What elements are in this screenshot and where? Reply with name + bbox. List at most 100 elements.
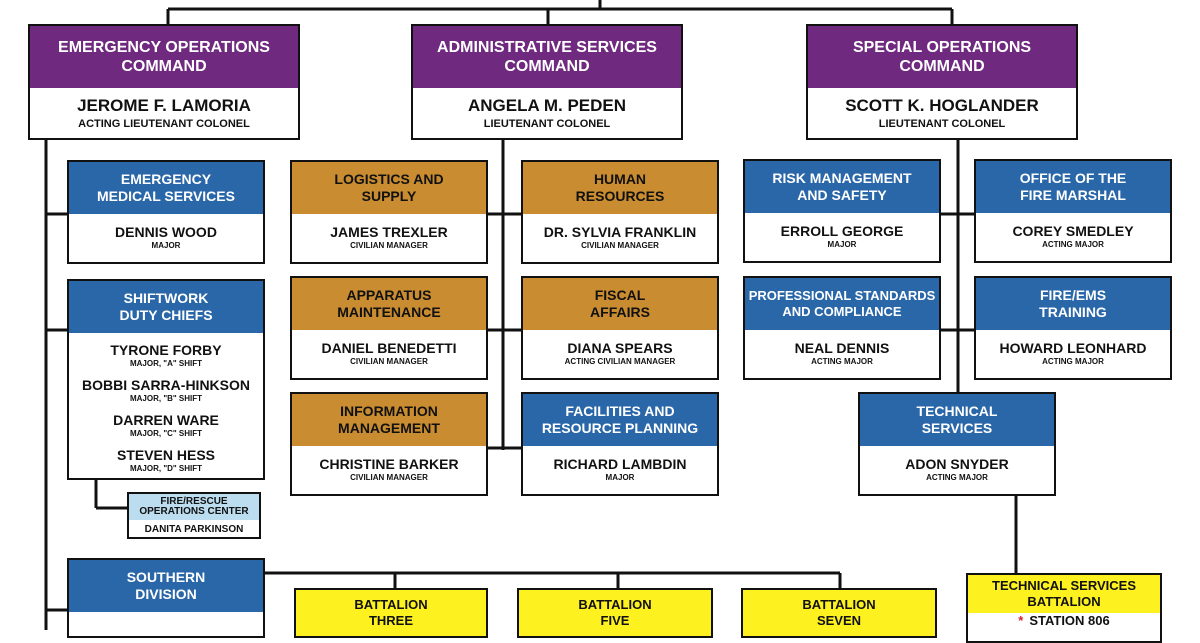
duty-chief-entry: TYRONE FORBY MAJOR, "A" SHIFT — [110, 342, 221, 368]
duty-chief-entry: BOBBI SARRA-HINKSON MAJOR, "B" SHIFT — [82, 377, 250, 403]
unit-leader-rank: ACTING MAJOR — [811, 357, 873, 366]
command-body: SCOTT K. HOGLANDER LIEUTENANT COLONEL — [808, 88, 1076, 138]
duty-chief-name: DARREN WARE — [113, 411, 219, 428]
emergency-operations-command-box: EMERGENCY OPERATIONS COMMAND JEROME F. L… — [28, 24, 300, 140]
battalion-title-line-2: SEVEN — [816, 613, 862, 628]
unit-title-line-1: HUMAN — [593, 171, 647, 188]
professional-standards-and-compliance-box: PROFESSIONAL STANDARDS AND COMPLIANCE NE… — [743, 276, 941, 380]
commander-rank: LIEUTENANT COLONEL — [483, 118, 611, 130]
unit-leader-name: DANIEL BENEDETTI — [321, 340, 457, 356]
unit-title-line-2: DUTY CHIEFS — [119, 307, 213, 323]
unit-leader-name: CHRISTINE BARKER — [319, 456, 459, 472]
unit-header: LOGISTICS AND SUPPLY — [292, 162, 486, 214]
duty-chief-entry: STEVEN HESS MAJOR, "D" SHIFT — [117, 447, 215, 473]
command-body: JEROME F. LAMORIA ACTING LIEUTENANT COLO… — [30, 88, 298, 138]
unit-leader-rank: CIVILIAN MANAGER — [350, 241, 428, 250]
unit-leader-name: RICHARD LAMBDIN — [553, 456, 687, 472]
unit-title-line-1: FISCAL — [594, 287, 646, 304]
unit-body: DR. SYLVIA FRANKLIN CIVILIAN MANAGER — [523, 214, 717, 260]
unit-header: SOUTHERN DIVISION — [69, 560, 263, 612]
unit-header: FIRE/RESCUE OPERATIONS CENTER — [129, 494, 259, 520]
star-icon: * — [1018, 613, 1024, 628]
battalion-title-line-1: BATTALION — [354, 597, 428, 613]
administrative-services-command-box: ADMINISTRATIVE SERVICES COMMAND ANGELA M… — [411, 24, 683, 140]
commander-rank: ACTING LIEUTENANT COLONEL — [78, 118, 250, 130]
duty-chief-entry: DARREN WARE MAJOR, "C" SHIFT — [113, 412, 219, 438]
shiftwork-duty-chiefs-box: SHIFTWORK DUTY CHIEFS TYRONE FORBY MAJOR… — [67, 279, 265, 480]
unit-header: TECHNICAL SERVICES — [860, 394, 1054, 446]
unit-leader-rank: MAJOR — [827, 240, 857, 249]
org-chart-connectors — [44, 0, 1018, 630]
unit-leader-name: ADON SNYDER — [905, 456, 1009, 472]
battalion-header: BATTALION THREE — [296, 590, 486, 636]
duty-chief-name: TYRONE FORBY — [110, 341, 222, 358]
unit-header: RISK MANAGEMENT AND SAFETY — [745, 161, 939, 213]
battalion-three-box: BATTALION THREE — [294, 588, 488, 638]
duty-chief-rank: MAJOR, "B" SHIFT — [129, 393, 203, 403]
command-title-line-1: EMERGENCY OPERATIONS — [58, 38, 270, 56]
unit-leader-rank: MAJOR — [605, 473, 635, 482]
duty-chief-rank: MAJOR, "D" SHIFT — [129, 463, 203, 473]
unit-title-line-2: RESOURCES — [575, 188, 665, 204]
duty-chief-name: BOBBI SARRA-HINKSON — [82, 376, 250, 393]
unit-title-line-2: DIVISION — [135, 586, 197, 602]
unit-leader-rank: ACTING CIVILIAN MANAGER — [564, 357, 676, 366]
unit-leader-name: JAMES TREXLER — [330, 224, 448, 240]
unit-body: DANIEL BENEDETTI CIVILIAN MANAGER — [292, 330, 486, 376]
unit-header: OFFICE OF THE FIRE MARSHAL — [976, 161, 1170, 213]
unit-leader-name: COREY SMEDLEY — [1012, 223, 1134, 239]
unit-leader-rank: ACTING MAJOR — [926, 473, 988, 482]
information-management-box: INFORMATION MANAGEMENT CHRISTINE BARKER … — [290, 392, 488, 496]
unit-leader-name: DENNIS WOOD — [115, 224, 217, 240]
unit-header: FACILITIES AND RESOURCE PLANNING — [523, 394, 717, 446]
unit-title-line-1: SOUTHERN — [126, 569, 206, 586]
special-operations-command-box: SPECIAL OPERATIONS COMMAND SCOTT K. HOGL… — [806, 24, 1078, 140]
unit-title-line-1: PROFESSIONAL STANDARDS — [748, 288, 936, 304]
duty-chief-rank: MAJOR, "C" SHIFT — [129, 428, 203, 438]
unit-title-line-2: AFFAIRS — [590, 304, 650, 320]
unit-leader-rank: ACTING MAJOR — [1042, 240, 1104, 249]
unit-title-line-1: FIRE/RESCUE — [160, 495, 228, 507]
unit-title-line-1: OFFICE OF THE — [1019, 170, 1127, 187]
battalion-seven-box: BATTALION SEVEN — [741, 588, 937, 638]
battalion-title-line-1: BATTALION — [578, 597, 652, 613]
unit-title-line-2: SUPPLY — [361, 188, 417, 204]
unit-leader-name: DANITA PARKINSON — [144, 523, 244, 535]
unit-header: INFORMATION MANAGEMENT — [292, 394, 486, 446]
battalion-five-box: BATTALION FIVE — [517, 588, 713, 638]
unit-header: HUMAN RESOURCES — [523, 162, 717, 214]
command-title-line-1: ADMINISTRATIVE SERVICES — [437, 38, 657, 56]
unit-body: CHRISTINE BARKER CIVILIAN MANAGER — [292, 446, 486, 492]
battalion-title-line-2: THREE — [368, 613, 414, 628]
office-of-the-fire-marshal-box: OFFICE OF THE FIRE MARSHAL COREY SMEDLEY… — [974, 159, 1172, 263]
human-resources-box: HUMAN RESOURCES DR. SYLVIA FRANKLIN CIVI… — [521, 160, 719, 264]
unit-leader-name: DR. SYLVIA FRANKLIN — [543, 224, 697, 240]
unit-title-line-1: FACILITIES AND — [565, 403, 675, 420]
technical-services-box: TECHNICAL SERVICES ADON SNYDER ACTING MA… — [858, 392, 1056, 496]
unit-title-line-2: TRAINING — [1039, 304, 1107, 320]
battalion-header: BATTALION FIVE — [519, 590, 711, 636]
unit-title-line-2: FIRE MARSHAL — [1020, 187, 1126, 203]
unit-body: DANITA PARKINSON — [129, 520, 259, 537]
technical-services-battalion-box: TECHNICAL SERVICES BATTALION *STATION 80… — [966, 573, 1162, 643]
unit-leader-rank: CIVILIAN MANAGER — [581, 241, 659, 250]
station-entry: *STATION 806 — [1018, 613, 1110, 628]
unit-title-line-1: SHIFTWORK — [123, 290, 209, 307]
fiscal-affairs-box: FISCAL AFFAIRS DIANA SPEARS ACTING CIVIL… — [521, 276, 719, 380]
unit-title-line-1: APPARATUS — [346, 287, 432, 304]
unit-leader-rank: MAJOR — [151, 241, 181, 250]
unit-title-line-2: AND SAFETY — [797, 187, 887, 203]
unit-title-line-1: INFORMATION — [340, 403, 438, 420]
unit-body: COREY SMEDLEY ACTING MAJOR — [976, 213, 1170, 259]
unit-title-line-2: RESOURCE PLANNING — [541, 420, 699, 436]
unit-header: PROFESSIONAL STANDARDS AND COMPLIANCE — [745, 278, 939, 330]
unit-title-line-1: TECHNICAL — [916, 403, 998, 420]
unit-title-line-1: RISK MANAGEMENT — [772, 170, 912, 187]
unit-title-line-2: BATTALION — [1027, 594, 1101, 609]
fire-ems-training-box: FIRE/EMS TRAINING HOWARD LEONHARD ACTING… — [974, 276, 1172, 380]
unit-title-line-2: SERVICES — [921, 420, 993, 436]
unit-title-line-2: MEDICAL SERVICES — [97, 188, 235, 204]
unit-leader-rank: CIVILIAN MANAGER — [350, 473, 428, 482]
duty-chief-rank: MAJOR, "A" SHIFT — [129, 358, 202, 368]
unit-header: TECHNICAL SERVICES BATTALION — [968, 575, 1160, 613]
